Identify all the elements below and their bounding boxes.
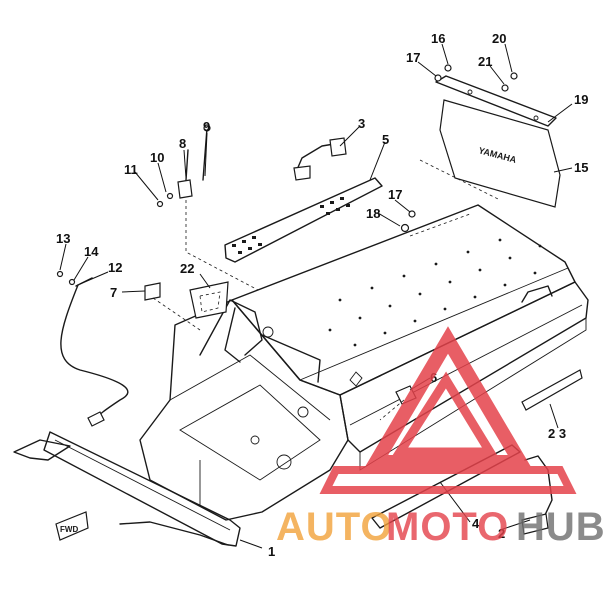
watermark-text-hub: HUB — [516, 505, 605, 549]
callout-17-top: 17 — [406, 50, 420, 65]
leader-lines — [59, 43, 573, 549]
callout-1: 1 — [268, 544, 275, 559]
callout-12: 12 — [108, 260, 122, 275]
callouts: 1 2 3 4 5 6 7 8 9 10 11 12 13 14 15 16 1… — [56, 31, 588, 559]
front-decal-text: FWD — [60, 525, 78, 534]
watermark-text-auto: AUTO — [276, 505, 393, 549]
callout-16: 16 — [431, 31, 445, 46]
callout-17-mid: 17 — [388, 187, 402, 202]
callout-22: 22 — [180, 261, 194, 276]
callout-18: 18 — [366, 206, 380, 221]
callout-13: 13 — [56, 231, 70, 246]
callout-8: 8 — [179, 136, 186, 151]
callout-15: 15 — [574, 160, 588, 175]
watermark: AUTO MOTO HUB — [276, 326, 605, 549]
part-step-bracket — [293, 137, 347, 181]
callout-20: 20 — [492, 31, 506, 46]
callout-21: 21 — [478, 54, 492, 69]
callout-3: 3 — [358, 116, 365, 131]
callout-7: 7 — [110, 285, 117, 300]
front-decal: FWD — [55, 511, 89, 541]
callout-4: 4 — [472, 516, 480, 531]
watermark-text-moto: MOTO — [386, 505, 509, 549]
part-nameplate-bracket — [435, 75, 557, 127]
callout-5: 5 — [382, 132, 389, 147]
callout-2: 2 — [498, 526, 505, 541]
assembly-guides — [152, 159, 501, 421]
callout-19: 19 — [574, 92, 588, 107]
callout-14: 14 — [84, 244, 99, 259]
deck-rivets — [328, 238, 542, 347]
callout-11: 11 — [124, 162, 138, 177]
part-running-board — [224, 177, 383, 263]
callout-23: 2 3 — [548, 426, 566, 441]
chassis-frame: FWD — [13, 204, 589, 547]
callout-10: 10 — [150, 150, 164, 165]
callout-9: 9 — [203, 119, 210, 134]
watermark-triangle-logo — [319, 326, 577, 494]
part-nameplate: YAMAHA — [439, 99, 561, 208]
